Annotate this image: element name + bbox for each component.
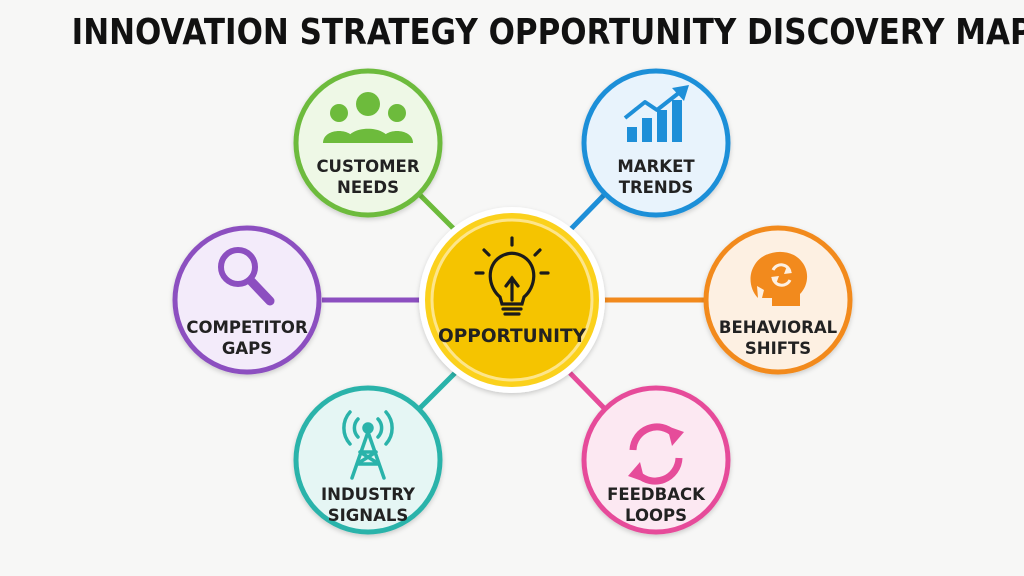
connector-feedback-loops [568, 371, 606, 410]
people-icon [323, 92, 413, 143]
connector-customer-needs [418, 193, 457, 232]
node-customer-needs: CUSTOMER NEEDS [293, 68, 443, 218]
magnifier-icon [218, 247, 275, 306]
head-cycle-icon [750, 251, 808, 306]
lightbulb-icon [474, 236, 550, 316]
node-label-line2: NEEDS [337, 178, 399, 197]
node-label-line2: GAPS [222, 339, 272, 358]
node-feedback-loops: FEEDBACK LOOPS [581, 385, 731, 535]
diagram-title: INNOVATION STRATEGY OPPORTUNITY DISCOVER… [71, 12, 1024, 53]
node-label-line1: MARKET [617, 157, 695, 176]
signal-tower-icon [342, 410, 394, 480]
center-node-opportunity: OPPORTUNITY [419, 207, 605, 393]
node-label-line1: BEHAVIORAL [719, 318, 838, 337]
node-industry-signals: INDUSTRY SIGNALS [293, 385, 443, 535]
node-label-line2: LOOPS [625, 506, 687, 525]
node-label-line2: TRENDS [619, 178, 694, 197]
rising-chart-icon [623, 85, 689, 142]
node-label-line1: COMPETITOR [186, 318, 308, 337]
node-market-trends: MARKET TRENDS [581, 68, 731, 218]
node-behavioral-shifts: BEHAVIORAL SHIFTS [703, 225, 853, 375]
node-label-line1: CUSTOMER [316, 157, 419, 176]
node-label-line1: FEEDBACK [607, 485, 706, 504]
connector-industry-signals [418, 371, 457, 410]
node-label-line2: SHIFTS [745, 339, 811, 358]
center-label: OPPORTUNITY [438, 326, 587, 347]
connectors [322, 193, 704, 410]
cycle-arrows-icon [628, 423, 684, 485]
node-label-line2: SIGNALS [328, 506, 409, 525]
node-competitor-gaps: COMPETITOR GAPS [172, 225, 322, 375]
connector-market-trends [568, 193, 606, 232]
node-label-line1: INDUSTRY [321, 485, 416, 504]
